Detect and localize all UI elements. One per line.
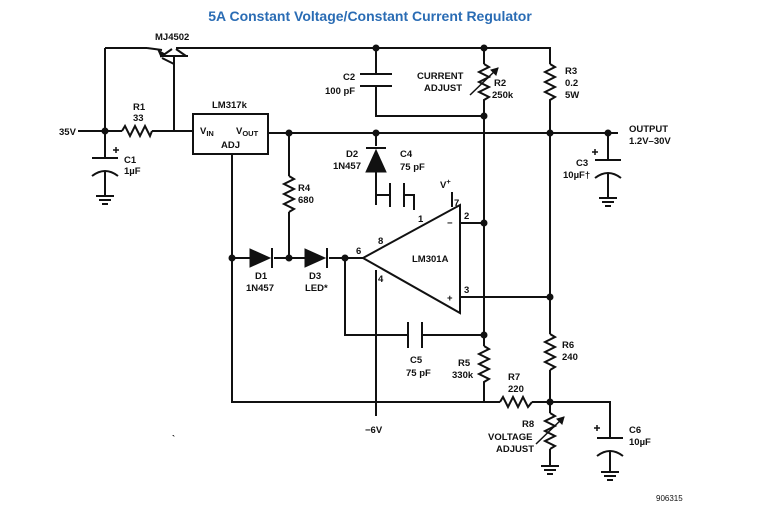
label-d3-val: LED*	[305, 283, 328, 294]
diode-d1	[249, 248, 273, 268]
label-r7-val: 220	[508, 384, 524, 395]
label-c3-val: 10µF†	[563, 170, 590, 181]
ground-r8	[541, 465, 559, 475]
label-c4-val: 75 pF	[400, 162, 425, 173]
label-c2-val: 100 pF	[325, 86, 355, 97]
label-pin3: 3	[464, 285, 469, 296]
label-minus: −	[447, 218, 453, 229]
label-r5-name: R5	[458, 358, 471, 369]
label-pin2: 2	[464, 211, 469, 222]
label-r4-name: R4	[298, 183, 311, 194]
label-pin4: 4	[378, 274, 384, 285]
label-ic1-vout: VOUT	[236, 126, 259, 138]
label-c4-name: C4	[400, 149, 413, 160]
label-d1-val: 1N457	[246, 283, 274, 294]
opamp-lm301a	[360, 203, 461, 315]
resistor-r7	[499, 394, 533, 410]
label-d1-name: D1	[255, 271, 268, 282]
resistor-r4	[281, 175, 297, 213]
ground-c3	[599, 197, 617, 207]
capacitor-c2	[360, 73, 392, 87]
label-r3-val2: 5W	[565, 90, 579, 101]
label-r6-val: 240	[562, 352, 578, 363]
component-labels: MJ4502 35V R1 33 C1 1µF LM317k VIN VOUT …	[59, 32, 671, 455]
label-vplus: V+	[440, 177, 451, 191]
resistor-r3	[542, 63, 558, 104]
label-output-2: 1.2V–30V	[629, 136, 671, 147]
capacitor-c6	[594, 425, 624, 460]
capacitor-c3	[592, 149, 622, 182]
wires	[78, 47, 618, 472]
label-r4-val: 680	[298, 195, 314, 206]
capacitor-c5	[407, 322, 423, 348]
label-pin7: 7	[454, 198, 459, 209]
label-r1-val: 33	[133, 113, 144, 124]
label-c5-val: 75 pF	[406, 368, 431, 379]
resistor-r1	[121, 123, 153, 139]
capacitor-c1	[91, 147, 119, 182]
led-d3	[304, 248, 328, 268]
label-c5-name: C5	[410, 355, 423, 366]
label-pin1: 1	[418, 214, 424, 225]
label-output-1: OUTPUT	[629, 124, 668, 135]
junction-dots	[101, 44, 612, 406]
label-r6-name: R6	[562, 340, 574, 351]
ground-c1	[96, 195, 114, 205]
label-plus: +	[447, 293, 453, 304]
potentiometer-r2	[469, 63, 499, 104]
diode-d2	[365, 147, 387, 173]
label-ic1-adj: ADJ	[221, 140, 240, 151]
label-d2-val: 1N457	[333, 161, 361, 172]
label-pin6: 6	[356, 246, 361, 257]
label-c3-name: C3	[576, 158, 588, 169]
ground-c6	[601, 471, 619, 481]
label-v-in: 35V	[59, 127, 77, 138]
label-voltage-adjust-2: ADJUST	[496, 444, 534, 455]
label-opamp: LM301A	[412, 254, 449, 265]
transistor-mj4502	[146, 47, 195, 70]
label-r8-name: R8	[522, 419, 534, 430]
figure-code: 906315	[656, 494, 683, 503]
label-ic1-vin: VIN	[200, 126, 214, 138]
label-c1-name: C1	[124, 155, 137, 166]
regulator-lm317k	[192, 113, 269, 155]
potentiometer-r8	[535, 412, 565, 450]
diagram-title: 5A Constant Voltage/Constant Current Reg…	[208, 8, 532, 24]
label-voltage-adjust-1: VOLTAGE	[488, 432, 533, 443]
label-r2-name: R2	[494, 78, 506, 89]
label-ic1-name: LM317k	[212, 100, 248, 111]
label-r3-val1: 0.2	[565, 78, 578, 89]
label-c6-name: C6	[629, 425, 641, 436]
label-r2-val: 250k	[492, 90, 514, 101]
label-c1-val: 1µF	[124, 166, 141, 177]
label-r5-val: 330k	[452, 370, 474, 381]
label-current-adjust-1: CURRENT	[417, 71, 464, 82]
capacitor-c4	[389, 183, 405, 207]
resistor-r5	[476, 345, 492, 388]
label-d3-name: D3	[309, 271, 321, 282]
label-c6-val: 10µF	[629, 437, 651, 448]
label-vneg: −6V	[365, 425, 383, 436]
label-current-adjust-2: ADJUST	[424, 83, 462, 94]
label-d2-name: D2	[346, 149, 358, 160]
label-pin8: 8	[378, 236, 383, 247]
label-r7-name: R7	[508, 372, 520, 383]
label-stray-mark: `	[172, 434, 175, 445]
label-r1-name: R1	[133, 102, 146, 113]
label-q-name: MJ4502	[155, 32, 189, 43]
label-c2-name: C2	[343, 72, 355, 83]
resistor-r6	[542, 333, 558, 371]
label-r3-name: R3	[565, 66, 577, 77]
